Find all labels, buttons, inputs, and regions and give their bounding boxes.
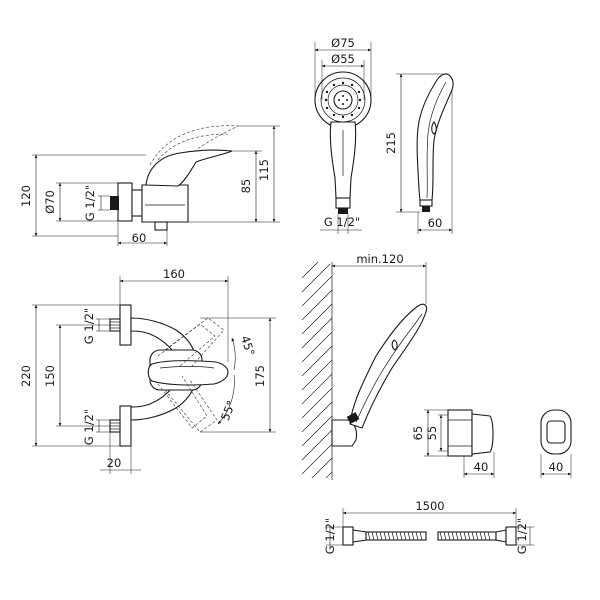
- dim-side-spout-height: 85: [239, 179, 253, 194]
- dim-side-total-height: 120: [19, 185, 33, 207]
- side-flange: [117, 182, 133, 222]
- mixer-side-view: 120 Ø70 G 1/2" 60 85 115: [19, 125, 280, 246]
- holder-base: [447, 409, 473, 457]
- dim-side-lever-height: 115: [257, 159, 271, 181]
- dim-side-depth: 60: [132, 231, 147, 245]
- holder-cup: [471, 413, 494, 455]
- side-connector: [131, 189, 143, 217]
- dim-hose-length: 1500: [415, 499, 444, 513]
- angle-up: 45°: [238, 334, 258, 358]
- shower-side-body: [416, 73, 454, 201]
- dim-shower-outer-diameter: Ø75: [331, 36, 355, 50]
- dim-holder-inner-height: 55: [425, 426, 439, 441]
- hose-body-left: [365, 531, 427, 541]
- side-body: [141, 184, 189, 223]
- angle-down: 55°: [218, 398, 239, 422]
- dim-shower-thread: G 1/2": [324, 215, 360, 229]
- dim-front-body-height: 175: [253, 365, 267, 387]
- dim-front-offset: 20: [107, 456, 122, 470]
- hose-body-right: [437, 531, 497, 541]
- dim-side-flange-diameter: Ø70: [43, 190, 57, 214]
- dim-shower-depth: 60: [428, 216, 443, 230]
- dim-holder-depth: 40: [474, 460, 489, 474]
- front-lever: [147, 360, 229, 386]
- front-flange-bottom: [119, 405, 132, 447]
- shower-head-core: [333, 90, 353, 110]
- dim-holder-height: 65: [411, 426, 425, 441]
- dim-front-total-height: 220: [19, 365, 33, 387]
- dim-side-thread: G 1/2": [83, 185, 97, 221]
- dim-hose-thread-right: G 1/2": [515, 518, 529, 554]
- dim-hose-thread-left: G 1/2": [323, 518, 337, 554]
- mounted-shower: [349, 303, 428, 429]
- hose-view: 1500 G 1/2" G 1/2": [323, 499, 534, 554]
- holder-front-detail: 40: [540, 409, 572, 478]
- dim-wall-reach: min.120: [356, 252, 403, 266]
- dim-front-thread-bottom: G 1/2": [82, 409, 96, 445]
- side-outlet: [154, 221, 168, 231]
- holder-side-detail: 65 55 40: [411, 409, 495, 478]
- side-lever: [145, 149, 233, 187]
- hose-nut-left: [342, 526, 354, 546]
- dim-shower-inner-diameter: Ø55: [331, 52, 355, 66]
- mixer-front-view: 45° 55° 160 220 150 G 1/2" G 1/2" 175: [19, 267, 276, 474]
- handshower-front-view: Ø75 Ø55 G 1/2": [314, 36, 372, 234]
- dim-shower-length: 215: [384, 132, 398, 154]
- dim-holder-width: 40: [549, 460, 564, 474]
- handshower-side-view: 215 60: [384, 73, 454, 234]
- holder-front-inner: [546, 420, 566, 444]
- front-flange-top: [119, 304, 132, 346]
- dim-front-width: 160: [163, 267, 185, 281]
- hose-nut-right: [505, 526, 517, 546]
- dim-front-thread-top: G 1/2": [82, 308, 96, 344]
- wall-mount-view: min.120: [301, 252, 428, 480]
- dim-front-axis-spacing: 150: [43, 365, 57, 387]
